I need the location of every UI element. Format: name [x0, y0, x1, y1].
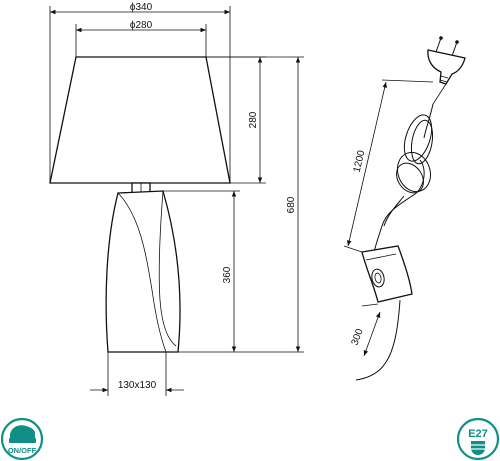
outer-diameter-label: ϕ340 [130, 2, 153, 13]
switch-icon [9, 425, 36, 443]
cable-length-label: 1200 [352, 149, 368, 174]
base-height-label: 360 [222, 266, 233, 283]
outer-diameter-dimension: ϕ340 [49, 2, 231, 183]
cable-to-lamp [355, 299, 401, 381]
e27-label: E27 [468, 428, 488, 440]
switch-distance-dimension: 300 [350, 303, 381, 357]
cable-length-dimension: 1200 [343, 79, 434, 253]
on-off-switch-badge: ON/OFF [0, 417, 44, 461]
lamp-shade [49, 56, 231, 184]
inner-diameter-label: ϕ280 [130, 20, 153, 31]
shade-height-label: 280 [248, 111, 259, 128]
inline-switch [361, 245, 413, 303]
e27-bulb-badge: E27 [456, 417, 500, 461]
plug-pins [435, 36, 459, 57]
base-footprint-label: 130x130 [118, 380, 157, 391]
on-off-label: ON/OFF [8, 446, 37, 455]
base-footprint-dimension: 130x130 [90, 352, 184, 396]
power-cable-assembly [355, 36, 466, 381]
bulb-icon [471, 441, 485, 455]
cable-coil [373, 103, 434, 253]
base-height-dimension: 360 [163, 190, 240, 352]
total-height-label: 680 [286, 196, 297, 213]
inner-diameter-dimension: ϕ280 [75, 20, 207, 57]
total-height-dimension: 680 [178, 56, 304, 353]
plug-body [427, 49, 466, 105]
lamp-base [105, 190, 181, 353]
switch-distance-label: 300 [350, 327, 366, 347]
